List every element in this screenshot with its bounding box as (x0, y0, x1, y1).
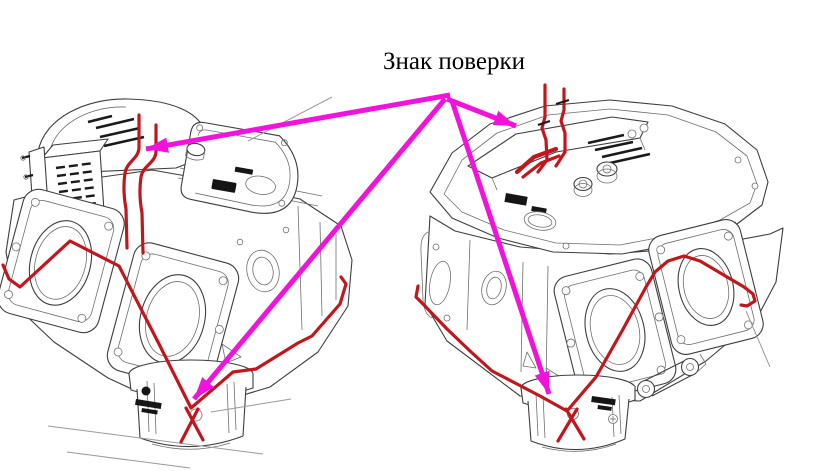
right-meter-top-seal-wires (514, 83, 570, 179)
right-meter-lever (636, 353, 707, 399)
left-meter-label-marks (87, 114, 145, 148)
right-meter-foot-label (591, 396, 616, 406)
right-meter-label-marks (587, 133, 651, 165)
arrow-left-meter-bottom-seal (192, 97, 447, 401)
arrow-left-meter-top-seal (145, 92, 451, 153)
left-meter-top-seal-wires (122, 113, 158, 255)
left-meter-left-flange (0, 188, 125, 334)
left-gas-meter (0, 96, 353, 469)
leader-line-right (745, 310, 771, 368)
right-gas-meter (414, 83, 784, 452)
left-meter-port-dot (141, 386, 151, 396)
right-meter-right-flange (648, 219, 764, 355)
left-meter-seal-twist (179, 406, 205, 444)
right-meter-cover-label (504, 193, 528, 206)
right-meter-seal-twist (556, 407, 586, 443)
right-meter-bottom-seal-wire (414, 254, 757, 443)
arrow-right-meter-bottom-seal (449, 100, 552, 395)
verification-mark-arrows (145, 92, 552, 401)
left-meter-front-flange (106, 242, 240, 392)
right-meter-head-cover (429, 99, 769, 255)
diagram-caption: Знак поверки (383, 48, 525, 75)
left-meter-foot-label (135, 398, 162, 409)
right-meter-foot (520, 374, 636, 452)
arrow-right-meter-top-seal (446, 96, 517, 129)
leader-lines-left (47, 96, 333, 469)
left-meter-index-cover (180, 121, 299, 214)
